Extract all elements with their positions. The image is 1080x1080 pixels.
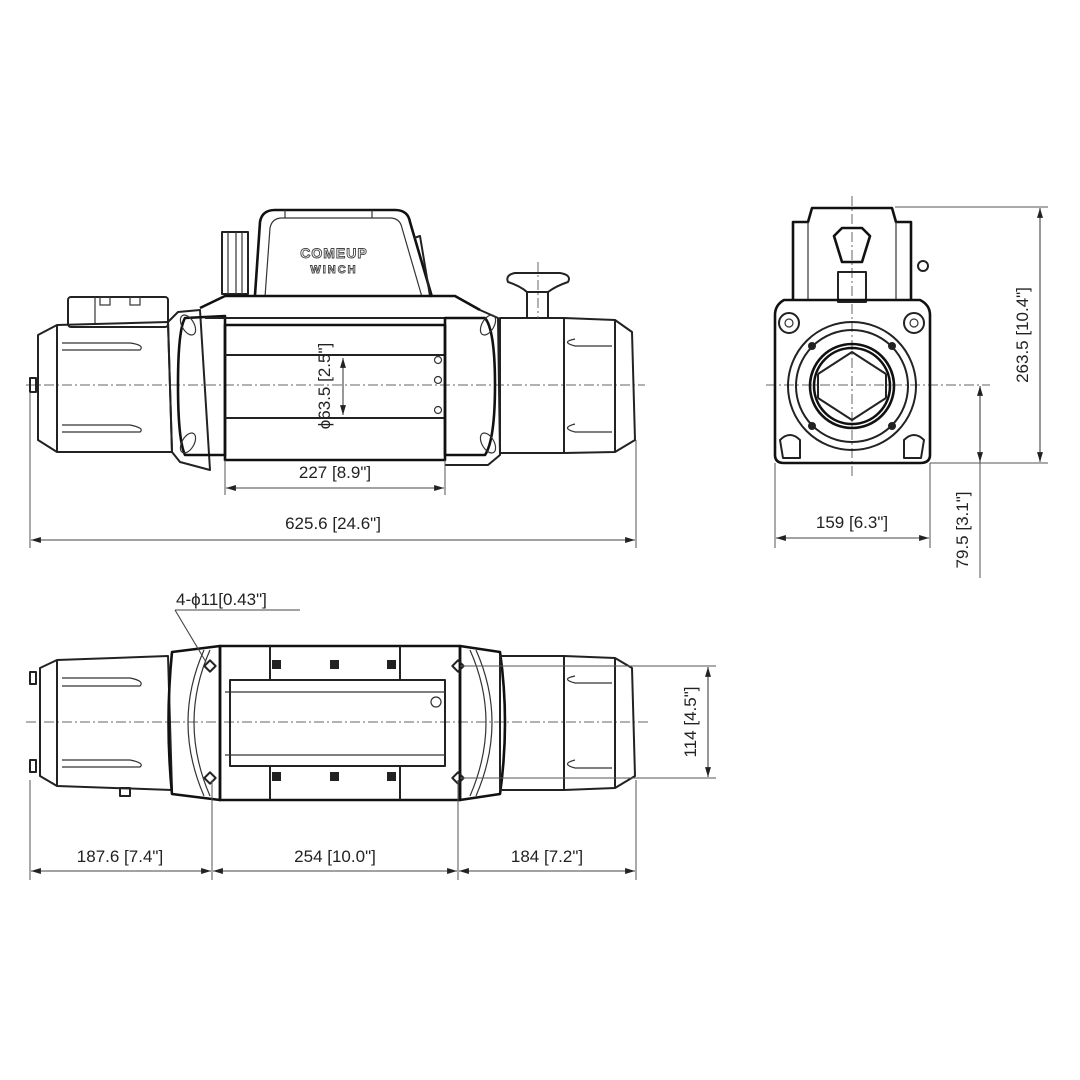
right-offset-label: 184 [7.2"] — [511, 847, 583, 866]
mount-length-label: 254 [10.0"] — [294, 847, 376, 866]
left-end-frame — [167, 309, 227, 471]
right-end-frame — [443, 309, 501, 466]
motor-housing — [29, 296, 173, 453]
drum-length-dimension: 227 [8.9"] — [224, 460, 446, 495]
gearbox — [499, 262, 636, 454]
mounting-hole — [451, 659, 465, 673]
tie-bar — [199, 294, 481, 312]
mounting-holes-label: 4-ϕ11[0.43"] — [176, 590, 267, 609]
length-chain-dimension: 187.6 [7.4"] 254 [10.0"] 184 [7.2"] — [29, 780, 637, 880]
mounting-hole — [451, 771, 465, 785]
width-dimension: 159 [6.3"] — [774, 463, 931, 548]
mount-width-dimension: 114 [4.5"] — [460, 665, 716, 779]
mounting-hole-callout: 4-ϕ11[0.43"] — [174, 590, 300, 663]
mounting-hole — [203, 771, 217, 785]
bottom-view: 4-ϕ11[0.43"] 114 [4.5"] 187.6 [7.4"] 254… — [26, 590, 716, 880]
centerline-height-dimension: 79.5 [3.1"] — [953, 386, 983, 578]
left-offset-label: 187.6 [7.4"] — [77, 847, 163, 866]
centerline-height-label: 79.5 [3.1"] — [953, 492, 972, 569]
overall-height-dimension: 263.5 [10.4"] — [895, 206, 1048, 464]
brand-logo-line1: COMEUP — [300, 245, 367, 261]
drum-diameter-label: ϕ63.5 [2.5"] — [315, 343, 334, 429]
drum-diameter-dimension: ϕ63.5 [2.5"] — [315, 343, 346, 429]
overall-height-label: 263.5 [10.4"] — [1013, 287, 1032, 383]
overall-length-label: 625.6 [24.6"] — [285, 514, 381, 533]
width-label: 159 [6.3"] — [816, 513, 888, 532]
brand-logo-line2: WINCH — [310, 264, 357, 276]
overall-length-dimension: 625.6 [24.6"] — [29, 392, 637, 548]
side-view: COMEUP WINCH — [26, 208, 645, 548]
end-view-logo-badge — [832, 226, 872, 264]
mounting-hole — [203, 659, 217, 673]
drum-length-label: 227 [8.9"] — [299, 463, 371, 482]
mount-width-label: 114 [4.5"] — [681, 687, 700, 758]
end-view: 263.5 [10.4"] 159 [6.3"] 79.5 [3.1"] — [766, 196, 1048, 578]
control-box: COMEUP WINCH — [221, 208, 434, 298]
drum — [223, 323, 447, 462]
